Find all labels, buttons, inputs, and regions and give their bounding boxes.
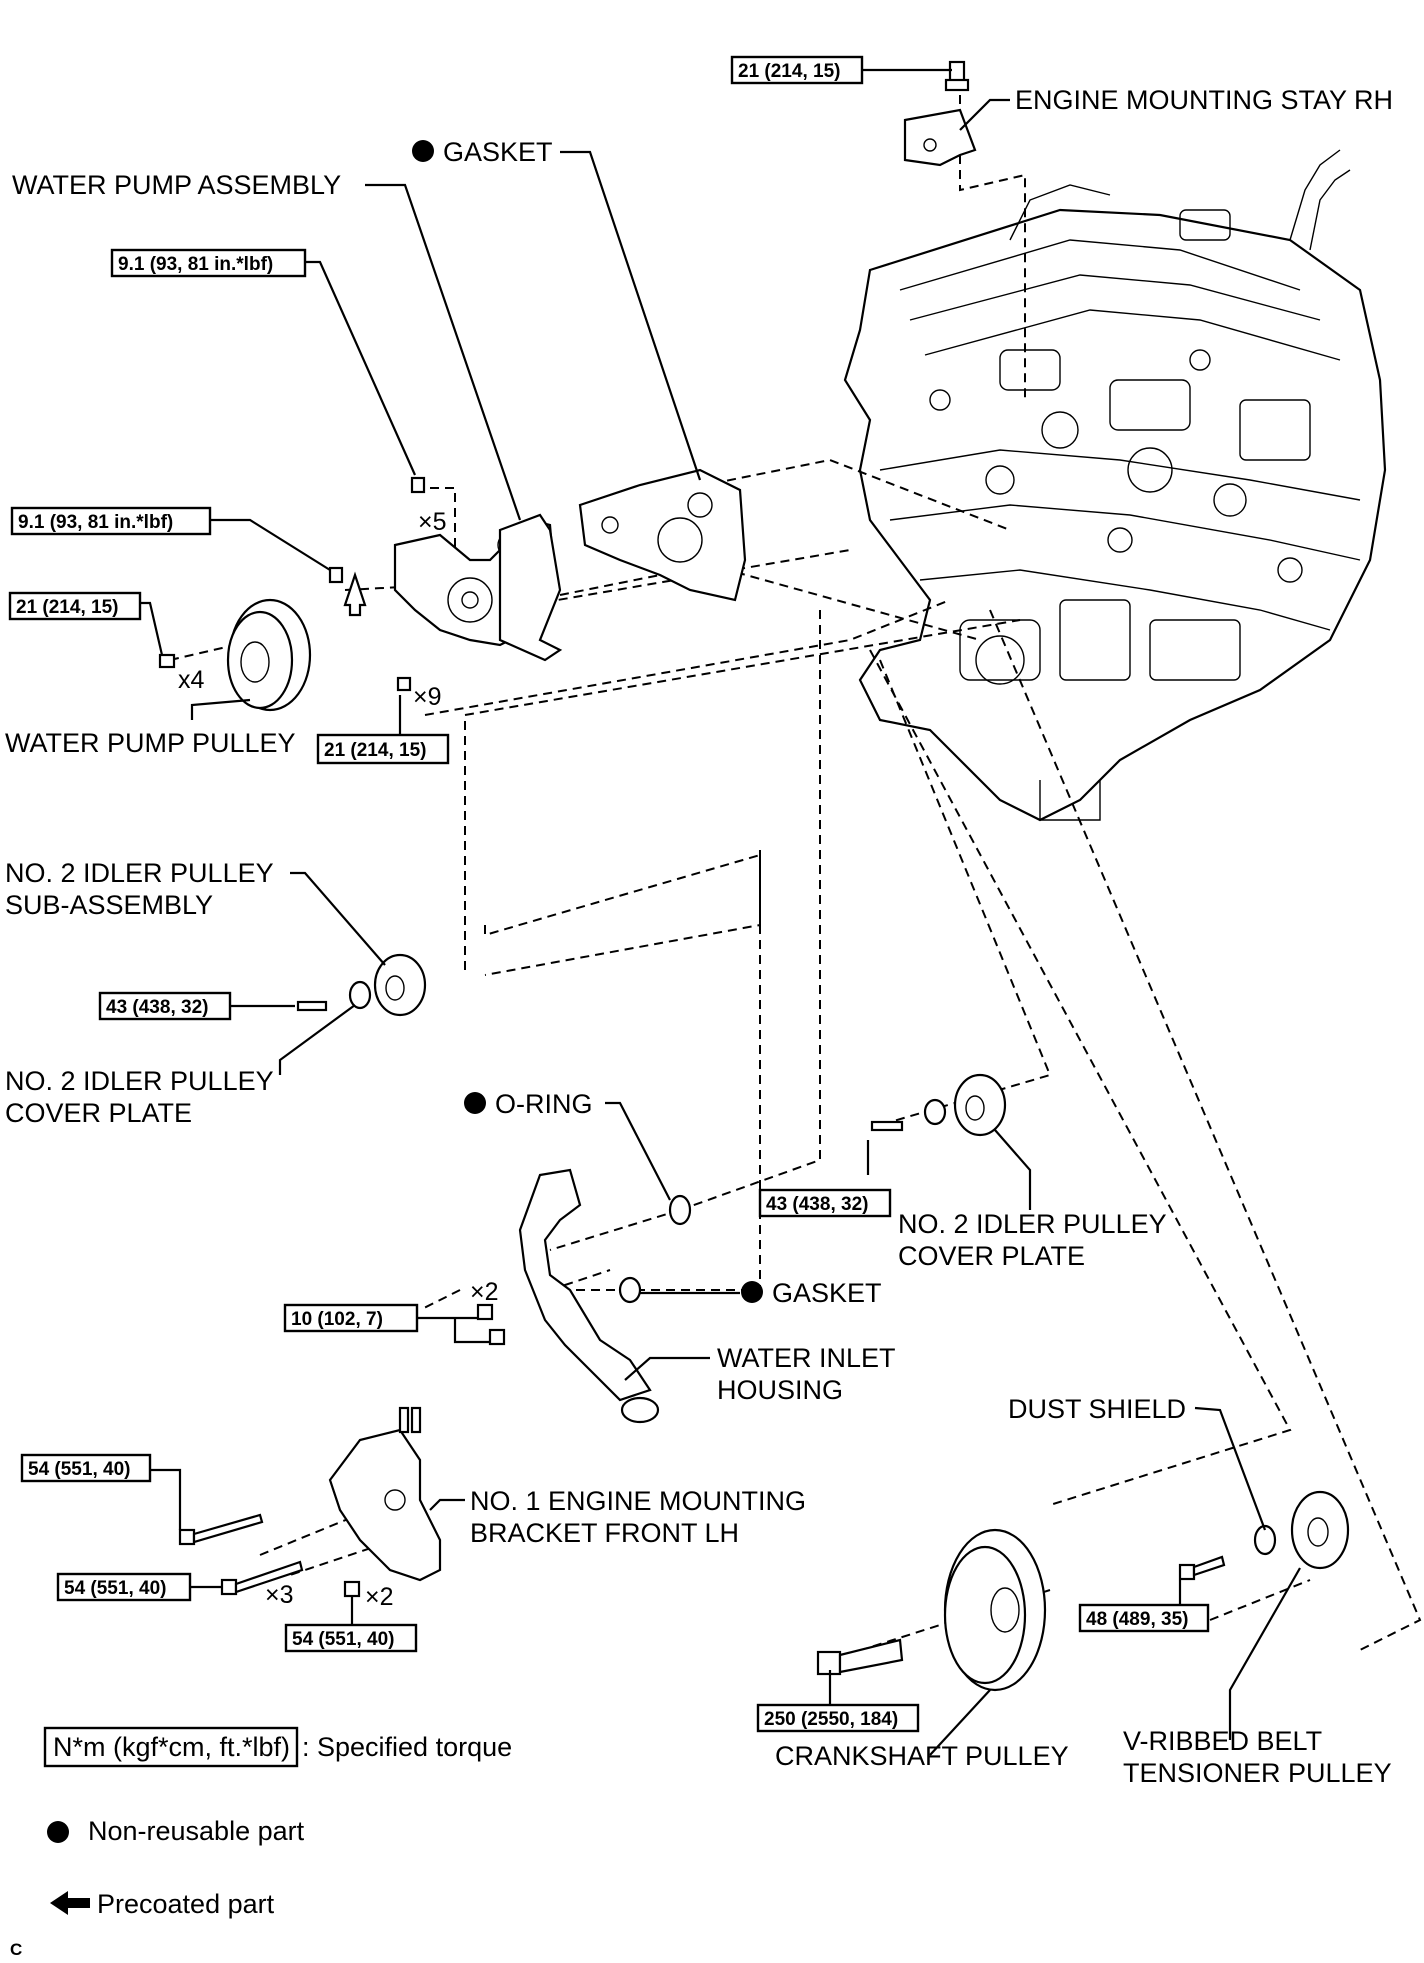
label-water-inlet-1: WATER INLET	[717, 1343, 896, 1373]
torque-spec-text: 54 (551, 40)	[64, 1578, 166, 1599]
torque-spec-text: 48 (489, 35)	[1086, 1609, 1188, 1630]
precoated-arrow-stud	[343, 571, 367, 617]
non-reusable-dot-o-ring	[464, 1092, 486, 1114]
idler-pulley-right	[870, 1073, 1007, 1137]
torque-spec-text: 21 (214, 15)	[16, 597, 118, 618]
label-water-inlet-2: HOUSING	[717, 1375, 843, 1405]
torque-spec-text: 43 (438, 32)	[766, 1194, 868, 1215]
legend-torque-text: : Specified torque	[302, 1732, 512, 1762]
torque-spec-text: 250 (2550, 184)	[764, 1709, 898, 1730]
torque-spec-idler-right: 43 (438, 32)	[758, 1188, 892, 1218]
torque-spec-housing-bolts: 21 (214, 15)	[316, 733, 450, 765]
non-reusable-dot-gasket	[412, 140, 434, 162]
torque-spec-crankshaft: 250 (2550, 184)	[756, 1703, 920, 1733]
quantity-x5: ×5	[418, 508, 447, 536]
label-engine-mounting-stay: ENGINE MOUNTING STAY RH	[1015, 85, 1393, 115]
torque-spec-pump-stud: 9.1 (93, 81 in.*lbf)	[10, 506, 212, 536]
water-pump-housing	[498, 513, 563, 662]
torque-spec-bracket-a: 54 (551, 40)	[20, 1453, 152, 1483]
legend-precoated-arrow-icon	[50, 1891, 90, 1915]
torque-spec-text: 9.1 (93, 81 in.*lbf)	[18, 512, 173, 533]
tensioner-pulley	[1290, 1490, 1350, 1570]
label-gasket-top: GASKET	[443, 137, 553, 167]
inlet-bolts	[476, 1303, 506, 1346]
water-pump-pulley	[226, 598, 312, 712]
torque-spec-text: 21 (214, 15)	[324, 740, 426, 761]
torque-spec-text: 9.1 (93, 81 in.*lbf)	[118, 254, 273, 275]
torque-spec-text: 21 (214, 15)	[738, 61, 840, 82]
non-reusable-dot-gasket-inlet	[741, 1281, 763, 1303]
label-cover-plate-right-2: COVER PLATE	[898, 1241, 1085, 1271]
tensioner-bolt	[1178, 1555, 1226, 1581]
legend-precoated-text: Precoated part	[97, 1889, 275, 1919]
idler-pulley-left	[296, 953, 427, 1017]
torque-spec-inlet-housing: 10 (102, 7)	[283, 1303, 419, 1333]
label-idler-sub-assembly-1: NO. 2 IDLER PULLEY	[5, 858, 274, 888]
quantity-x4: x4	[178, 666, 205, 694]
label-idler-sub-assembly-2: SUB-ASSEMBLY	[5, 890, 213, 920]
label-gasket-inlet: GASKET	[772, 1278, 882, 1308]
label-crankshaft-pulley: CRANKSHAFT PULLEY	[775, 1741, 1069, 1771]
label-cover-plate-left-2: COVER PLATE	[5, 1098, 192, 1128]
water-inlet-housing	[518, 1168, 660, 1424]
label-tensioner-2: TENSIONER PULLEY	[1123, 1758, 1392, 1788]
torque-spec-pump-upper: 9.1 (93, 81 in.*lbf)	[110, 248, 307, 278]
label-tensioner-1: V-RIBBED BELT	[1123, 1726, 1322, 1756]
torque-spec-bracket-b: 54 (551, 40)	[56, 1572, 192, 1602]
label-cover-plate-right-1: NO. 2 IDLER PULLEY	[898, 1209, 1167, 1239]
engine-mounting-stay	[903, 60, 977, 167]
engine-mounting-bracket	[328, 1406, 442, 1582]
torque-spec-text: 43 (438, 32)	[106, 997, 208, 1018]
torque-spec-mount-stay: 21 (214, 15)	[730, 55, 864, 85]
dust-shield	[1253, 1524, 1277, 1556]
torque-spec-bracket-c: 54 (551, 40)	[284, 1623, 418, 1653]
label-dust-shield: DUST SHIELD	[1008, 1394, 1186, 1424]
crankshaft-pulley	[943, 1528, 1047, 1692]
label-bracket-2: BRACKET FRONT LH	[470, 1518, 739, 1548]
legend-torque-box-text: N*m (kgf*cm, ft.*lbf)	[53, 1732, 290, 1762]
o-ring	[668, 1194, 692, 1226]
quantity-x9: ×9	[413, 683, 442, 711]
corner-mark: C	[10, 1940, 22, 1959]
legend: N*m (kgf*cm, ft.*lbf) : Specified torque…	[43, 1726, 512, 1919]
legend-non-reusable-text: Non-reusable part	[88, 1816, 305, 1846]
label-bracket-1: NO. 1 ENGINE MOUNTING	[470, 1486, 806, 1516]
torque-spec-text: 54 (551, 40)	[292, 1629, 394, 1650]
water-pump-bolts	[158, 476, 426, 692]
quantity-x2-inlet: ×2	[470, 1278, 499, 1306]
torque-spec-idler-left: 43 (438, 32)	[98, 991, 232, 1021]
label-cover-plate-left-1: NO. 2 IDLER PULLEY	[5, 1066, 274, 1096]
torque-spec-pulley-bolts: 21 (214, 15)	[8, 591, 142, 621]
label-o-ring: O-RING	[495, 1089, 593, 1119]
torque-spec-tensioner: 48 (489, 35)	[1078, 1603, 1210, 1633]
quantity-x3: ×3	[265, 1581, 294, 1609]
legend-non-reusable-dot	[47, 1821, 69, 1843]
label-water-pump-pulley: WATER PUMP PULLEY	[5, 728, 296, 758]
engine-block	[843, 149, 1387, 822]
torque-spec-text: 54 (551, 40)	[28, 1459, 130, 1480]
crankshaft-bolt	[816, 1638, 904, 1676]
quantity-x2-bracket: ×2	[365, 1583, 394, 1611]
torque-spec-text: 10 (102, 7)	[291, 1309, 383, 1330]
label-water-pump-assembly: WATER PUMP ASSEMBLY	[12, 170, 341, 200]
gasket-top	[578, 468, 747, 602]
